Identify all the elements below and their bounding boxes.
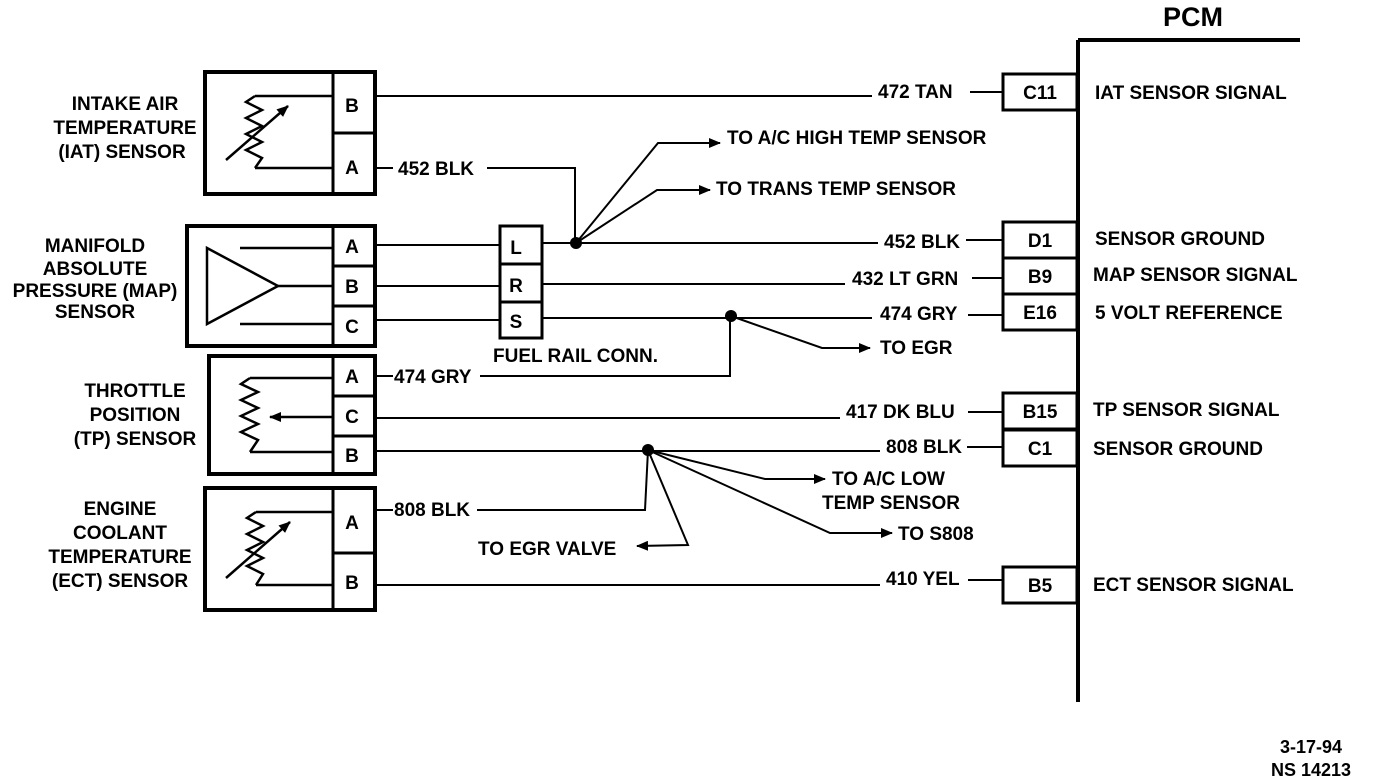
- wire-label: 410 YEL: [886, 569, 960, 590]
- sensor-label-line: PRESSURE (MAP): [13, 281, 178, 302]
- branch-label: TEMP SENSOR: [822, 493, 960, 514]
- map-pin-b: B: [345, 277, 359, 298]
- iat-sensor: B A INTAKE AIR TEMPERATURE (IAT) SENSOR: [53, 70, 377, 196]
- branch-label: TO A/C LOW: [832, 469, 945, 490]
- tp-pin-a: A: [345, 367, 359, 388]
- thermistor-icon: [225, 510, 333, 587]
- sensor-label-line: MANIFOLD: [45, 236, 145, 257]
- wire-label: 474 GRY: [394, 367, 472, 388]
- branch-label: TO EGR: [880, 338, 953, 359]
- branch-label: TO A/C HIGH TEMP SENSOR: [727, 128, 987, 149]
- tp-pin-c: C: [345, 407, 359, 428]
- pcm-pin-c1: C1 SENSOR GROUND: [1001, 428, 1263, 468]
- branch-label: TO TRANS TEMP SENSOR: [716, 179, 956, 200]
- sensor-label-line: SENSOR: [55, 302, 136, 323]
- pcm-pin-b15: B15 TP SENSOR SIGNAL: [1001, 391, 1280, 431]
- sensor-label-line: ENGINE: [84, 499, 157, 520]
- wire-label: 472 TAN: [878, 82, 953, 103]
- iat-pin-a: A: [345, 158, 359, 179]
- wire-label: 452 BLK: [884, 232, 960, 253]
- pcm-pin-label: SENSOR GROUND: [1095, 229, 1265, 250]
- pcm-pin-b5: B5 ECT SENSOR SIGNAL: [1001, 565, 1294, 605]
- pcm-pin-id: D1: [1028, 231, 1053, 252]
- pressure-transducer-icon: [205, 245, 333, 327]
- pcm-pin-id: C1: [1028, 439, 1053, 460]
- pcm-module: PCM: [1076, 2, 1300, 702]
- tp-pin-b: B: [345, 446, 359, 467]
- pcm-title: PCM: [1163, 2, 1223, 32]
- wire-label: 452 BLK: [398, 159, 474, 180]
- map-pin-a: A: [345, 237, 359, 258]
- sensor-label-line: (ECT) SENSOR: [52, 571, 188, 592]
- map-sensor: A B C MANIFOLD ABSOLUTE PRESSURE (MAP) S…: [13, 224, 377, 348]
- sensor-label-line: COOLANT: [73, 523, 167, 544]
- pcm-pin-label: SENSOR GROUND: [1093, 439, 1263, 460]
- thermistor-icon: [225, 94, 333, 170]
- pcm-pin-id: B5: [1028, 576, 1053, 597]
- wires: [375, 91, 1003, 586]
- pcm-pin-id: B15: [1023, 402, 1058, 423]
- pcm-pin-d1: D1 SENSOR GROUND: [1001, 220, 1265, 260]
- fuel-rail-pin-r: R: [509, 276, 523, 297]
- sensor-label-line: (TP) SENSOR: [74, 429, 197, 450]
- pcm-pin-label: MAP SENSOR SIGNAL: [1093, 265, 1298, 286]
- wire-label: 417 DK BLU: [846, 402, 955, 423]
- sensor-label-line: (IAT) SENSOR: [58, 142, 186, 163]
- pcm-pin-id: B9: [1028, 267, 1052, 288]
- tp-sensor: A C B THROTTLE POSITION (TP) SENSOR: [74, 354, 377, 476]
- pcm-pin-label: ECT SENSOR SIGNAL: [1093, 575, 1294, 596]
- pcm-pin-b9: B9 MAP SENSOR SIGNAL: [1001, 256, 1298, 296]
- iat-pin-b: B: [345, 96, 359, 117]
- map-pin-c: C: [345, 317, 359, 338]
- sensor-label-line: POSITION: [90, 405, 181, 426]
- pcm-pin-id: C11: [1023, 83, 1057, 104]
- pcm-pin-id: E16: [1023, 303, 1057, 324]
- ect-pin-a: A: [345, 513, 359, 534]
- diagram-date: 3-17-94: [1280, 737, 1342, 757]
- ect-sensor: A B ENGINE COOLANT TEMPERATURE (ECT) SEN…: [48, 486, 377, 612]
- pcm-pin-label: TP SENSOR SIGNAL: [1093, 400, 1280, 421]
- sensor-label-line: ABSOLUTE: [43, 259, 148, 280]
- pcm-pin-label: 5 VOLT REFERENCE: [1095, 303, 1283, 324]
- branch-label: TO EGR VALVE: [478, 539, 616, 560]
- wire-label: 474 GRY: [880, 304, 958, 325]
- ect-pin-b: B: [345, 573, 359, 594]
- diagram-code: NS 14213: [1271, 760, 1351, 780]
- fuel-rail-connector: L R S FUEL RAIL CONN.: [493, 224, 658, 367]
- branch-arrows: [575, 138, 893, 551]
- pcm-pin-e16: E16 5 VOLT REFERENCE: [1001, 292, 1283, 332]
- pcm-pin-c11: C11 IAT SENSOR SIGNAL: [1001, 72, 1287, 112]
- fuel-rail-label: FUEL RAIL CONN.: [493, 346, 658, 367]
- wire-label: 808 BLK: [886, 437, 962, 458]
- fuel-rail-pin-l: L: [510, 238, 522, 259]
- fuel-rail-pin-s: S: [510, 312, 523, 333]
- sensor-label-line: TEMPERATURE: [53, 118, 196, 139]
- sensor-label-line: TEMPERATURE: [48, 547, 191, 568]
- wire-label: 432 LT GRN: [852, 269, 958, 290]
- branch-label: TO S808: [898, 524, 974, 545]
- pcm-pin-label: IAT SENSOR SIGNAL: [1095, 83, 1287, 104]
- potentiometer-icon: [238, 376, 333, 454]
- wire-label: 808 BLK: [394, 500, 470, 521]
- sensor-label-line: INTAKE AIR: [72, 94, 179, 115]
- sensor-label-line: THROTTLE: [84, 381, 185, 402]
